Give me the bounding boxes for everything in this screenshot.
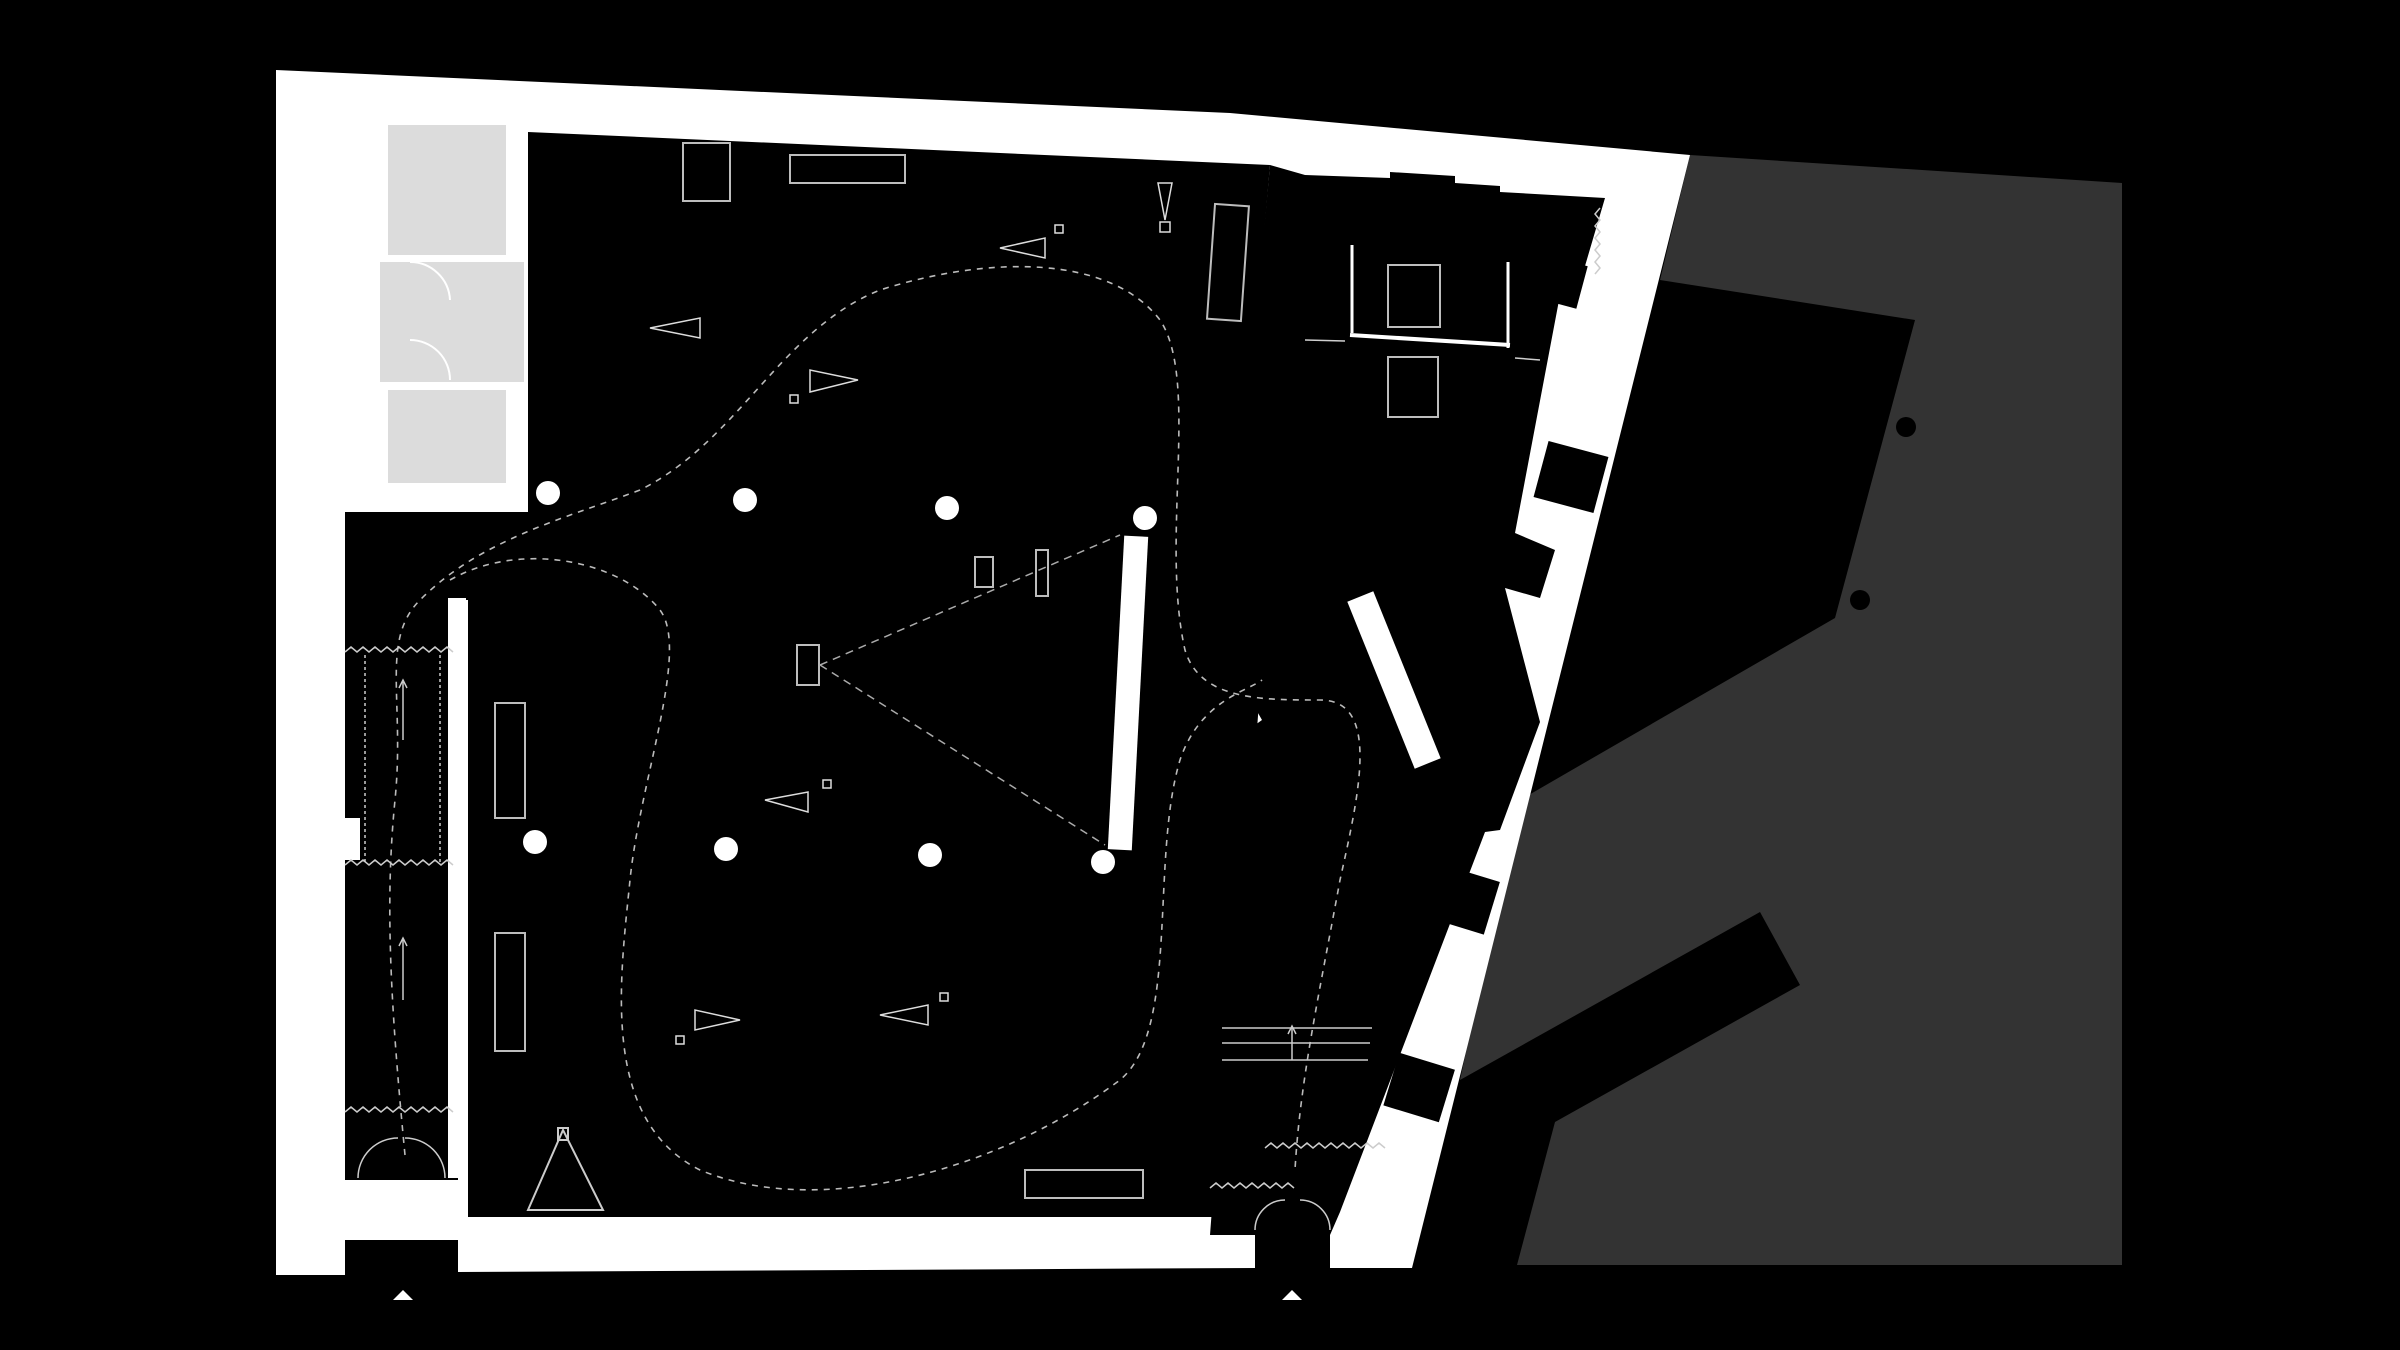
service-room bbox=[388, 125, 506, 255]
service-room bbox=[380, 262, 524, 382]
interior-wall bbox=[448, 598, 466, 1178]
entrance-arrow-icon bbox=[393, 1290, 413, 1300]
camera-triangle bbox=[526, 1127, 605, 1211]
stair-icon bbox=[1222, 1027, 1372, 1061]
projector-icon bbox=[675, 1009, 741, 1045]
main-hall bbox=[448, 132, 1270, 1217]
stage bbox=[1349, 245, 1511, 348]
column-marker bbox=[1133, 506, 1157, 530]
entrance-arrow-icon bbox=[1282, 1290, 1302, 1300]
column-marker bbox=[714, 837, 738, 861]
visitor-path bbox=[389, 265, 1361, 1171]
service-room bbox=[388, 390, 506, 483]
exterior-column-marker bbox=[1896, 417, 1916, 437]
east-wall-pier bbox=[1426, 864, 1500, 935]
exterior-column-marker bbox=[1850, 590, 1870, 610]
projector-icon bbox=[649, 317, 701, 339]
projector-icon bbox=[879, 992, 949, 1026]
east-wall-pier bbox=[1262, 272, 1300, 324]
direction-arrows bbox=[398, 678, 1297, 1060]
column-marker bbox=[523, 830, 547, 854]
projector-icon bbox=[1157, 182, 1173, 233]
projector-icon bbox=[764, 779, 832, 813]
east-wall-pier bbox=[1533, 440, 1609, 514]
curtain-icon bbox=[344, 207, 1601, 1189]
west-corridor-notch bbox=[345, 818, 360, 860]
projector-icon bbox=[789, 369, 859, 404]
column-marker bbox=[935, 496, 959, 520]
door-swing-icon bbox=[409, 260, 451, 301]
door-swing-icon bbox=[357, 1137, 1331, 1231]
door-swing-icon bbox=[409, 339, 451, 381]
column-marker bbox=[1091, 850, 1115, 874]
column-markers bbox=[523, 481, 1157, 874]
visitor-path-inner bbox=[449, 557, 1263, 1191]
east-wall-pier bbox=[1383, 1052, 1455, 1123]
column-marker bbox=[918, 843, 942, 867]
stage-arrows bbox=[1304, 339, 1541, 361]
projection-lines bbox=[819, 534, 1121, 846]
column-marker bbox=[536, 481, 560, 505]
interior-wall bbox=[1107, 535, 1149, 851]
interior-wall bbox=[1347, 591, 1441, 769]
column-marker bbox=[733, 488, 757, 512]
projector-icon bbox=[999, 224, 1064, 259]
exterior-block bbox=[1460, 155, 2122, 1265]
furniture bbox=[494, 142, 1441, 1199]
west-corridor bbox=[345, 512, 528, 1180]
east-wall-pier bbox=[1520, 251, 1588, 309]
projectors bbox=[649, 182, 1173, 1045]
